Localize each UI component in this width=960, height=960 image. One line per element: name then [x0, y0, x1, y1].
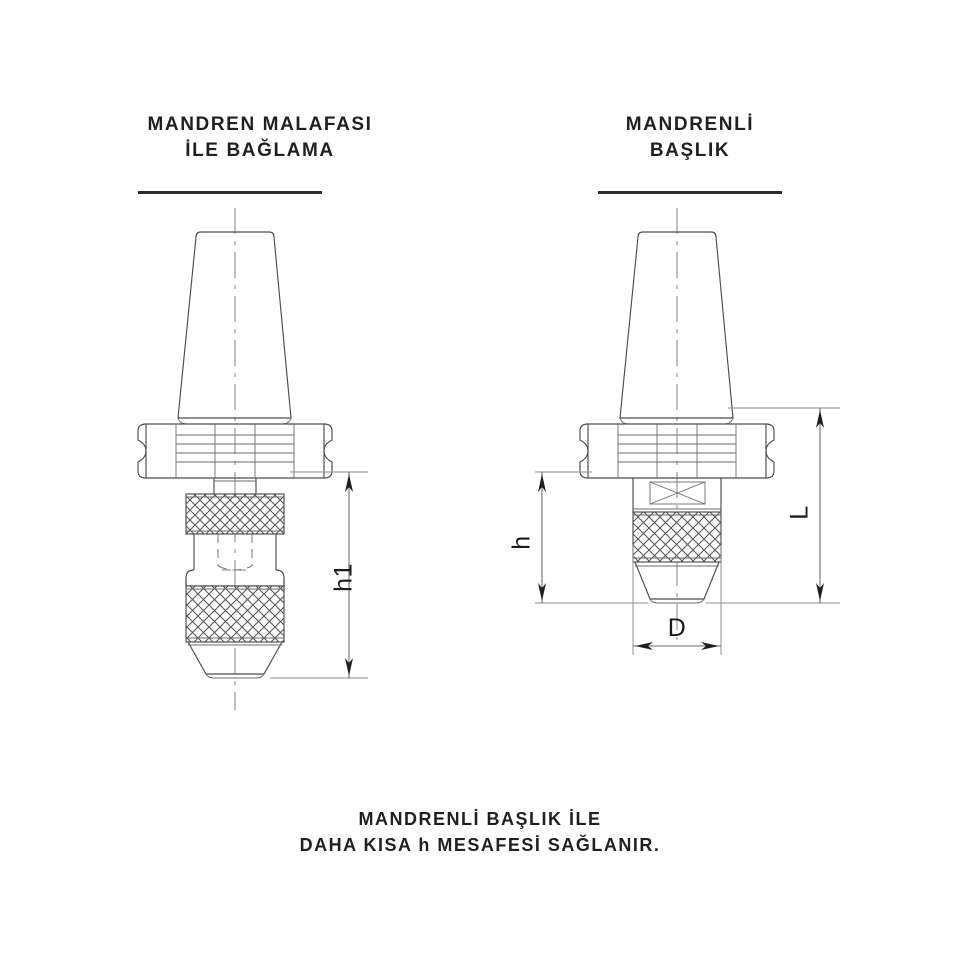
- left-lower-knurled-band: [185, 585, 285, 643]
- l-dimension-label: L: [785, 505, 814, 520]
- left-upper-knurled-collar: [185, 493, 285, 535]
- left-figure-title: MANDREN MALAFASI İLE BAĞLAMA: [110, 112, 410, 164]
- left-h1-dimension: [270, 471, 368, 679]
- right-title-line-2: BAŞLIK: [649, 140, 731, 162]
- left-chuck-nose: [187, 641, 283, 679]
- right-assembly: [535, 208, 840, 655]
- left-title-underline: [138, 191, 322, 194]
- right-wrench-flat-box: [632, 478, 722, 512]
- figure-caption: MANDRENLİ BAŞLIK İLE DAHA KISA h MESAFES…: [0, 806, 960, 858]
- caption-line-1: MANDRENLİ BAŞLIK İLE: [358, 809, 602, 829]
- left-title-line-2: İLE BAĞLAMA: [185, 140, 335, 162]
- d-dimension-label: D: [667, 614, 687, 642]
- h-dimension-label: h: [507, 535, 536, 550]
- right-chuck-nose: [634, 561, 720, 604]
- h1-dimension-label: h1: [329, 563, 358, 592]
- left-v-flange: [137, 423, 333, 479]
- left-chuck-upper-body: [193, 534, 277, 571]
- caption-line-2: DAHA KISA h MESAFESİ SAĞLANIR.: [299, 835, 661, 856]
- right-title-line-1: MANDRENLİ: [625, 114, 755, 135]
- left-title-line-1: MANDREN MALAFASI: [147, 114, 373, 135]
- right-l-dimension: [706, 407, 840, 604]
- right-knurled-band: [632, 511, 722, 563]
- right-v-flange: [579, 423, 775, 479]
- right-title-underline: [598, 191, 782, 194]
- left-assembly: [137, 208, 368, 710]
- right-d-dimension: [632, 545, 722, 655]
- right-h-dimension: [535, 471, 648, 604]
- right-figure-title: MANDRENLİ BAŞLIK: [565, 112, 815, 164]
